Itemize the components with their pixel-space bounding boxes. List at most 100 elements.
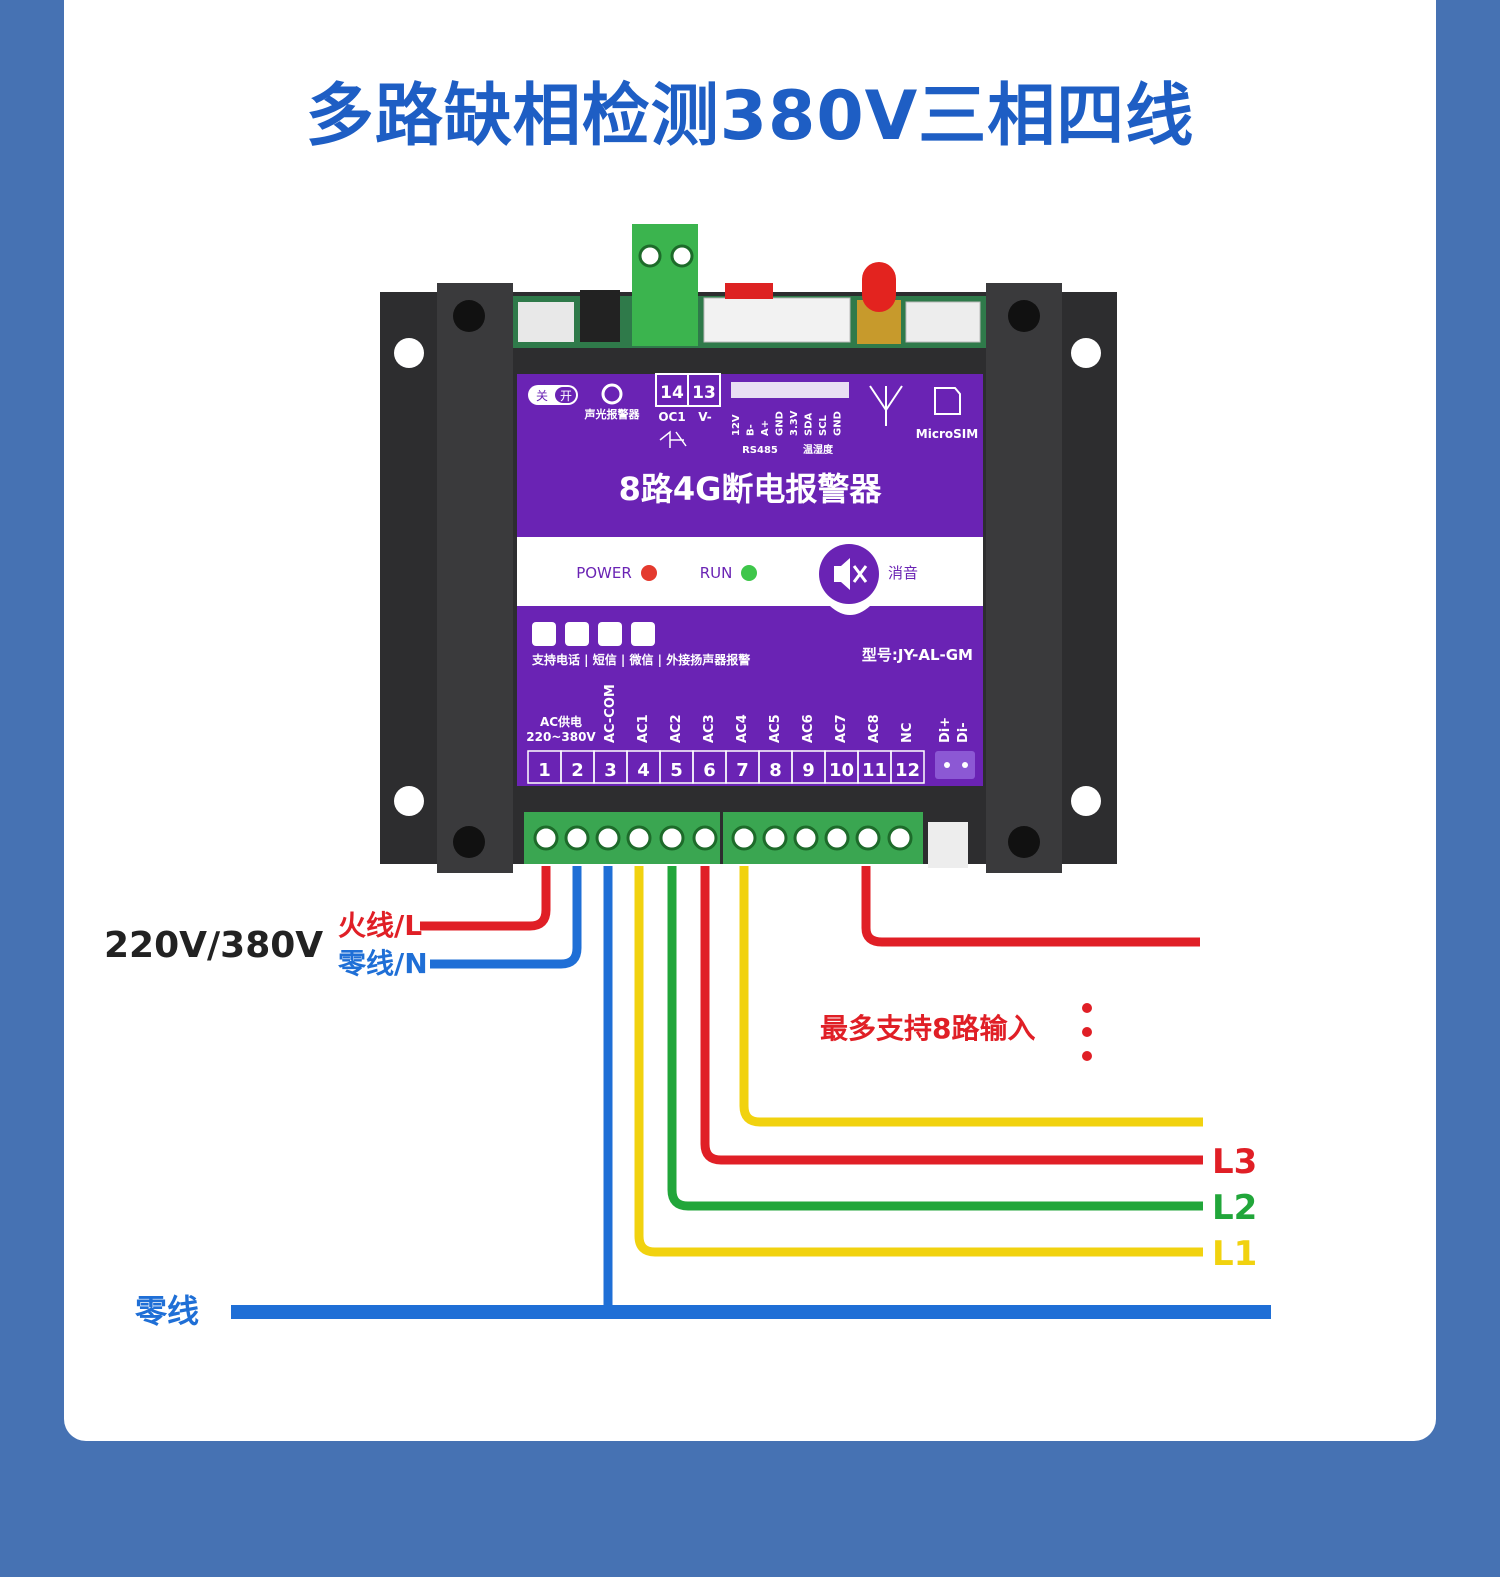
terminal-number: 12 xyxy=(895,760,920,781)
speaker-mute-icon xyxy=(834,558,850,590)
top-terminal-number: 13 xyxy=(692,383,716,403)
run-led xyxy=(741,565,757,581)
supply-voltage-label: 220V/380V xyxy=(104,925,323,966)
ellipsis-dot xyxy=(1082,1003,1092,1013)
screw xyxy=(453,826,485,858)
terminal-number: 3 xyxy=(604,760,617,781)
pin-label: GND xyxy=(833,411,844,436)
switch-knob xyxy=(555,387,576,403)
terminal-screw xyxy=(731,825,757,851)
mute-label: 消音 xyxy=(888,564,918,582)
power-led xyxy=(641,565,657,581)
terminal-screw xyxy=(824,825,850,851)
pin-label: A+ xyxy=(760,420,771,436)
phase-L3-label: L3 xyxy=(1212,1142,1257,1182)
mount-hole xyxy=(1071,338,1101,368)
red-component xyxy=(725,283,773,299)
terminal-number: 7 xyxy=(736,760,749,781)
antenna xyxy=(862,262,896,312)
max-inputs-note: 最多支持8路输入 xyxy=(820,1012,1035,1045)
column-label: Di+ xyxy=(938,717,953,743)
pin-label: 12V xyxy=(731,414,742,436)
terminal-screw xyxy=(793,825,819,851)
terminal-screws xyxy=(533,825,913,851)
terminal-number: 10 xyxy=(829,760,854,781)
rs485-label: RS485 xyxy=(742,445,778,456)
top-terminal-number: 14 xyxy=(660,383,684,403)
power-indicator-label: POWER xyxy=(576,564,632,582)
sms-icon xyxy=(565,622,589,646)
wires xyxy=(231,866,1271,1319)
power-jack xyxy=(518,302,574,342)
alarm-icon xyxy=(601,383,623,405)
di-pin xyxy=(944,762,950,768)
terminal-number: 11 xyxy=(862,760,887,781)
pin-label: GND xyxy=(775,411,786,436)
column-label: Di- xyxy=(956,722,971,743)
AC8-wire xyxy=(861,866,1200,947)
column-label: AC4 xyxy=(735,714,750,743)
column-label: AC3 xyxy=(702,714,717,743)
di-box xyxy=(935,751,975,779)
run-indicator-label: RUN xyxy=(700,564,733,582)
column-label: NC xyxy=(900,723,915,743)
mount-hole xyxy=(394,786,424,816)
terminal-screw xyxy=(533,825,559,851)
terminal-screw xyxy=(670,244,694,268)
audio-jack xyxy=(580,290,620,342)
sim-slot xyxy=(905,301,981,343)
device-name: 8路4G断电报警器 xyxy=(619,470,883,508)
neutral-supply-wire xyxy=(430,866,582,969)
terminal-screw xyxy=(595,825,621,851)
L1-wire xyxy=(634,866,1203,1257)
column-label: AC8 xyxy=(867,714,882,743)
antenna-icon xyxy=(869,385,903,426)
alarm-label: 声光报警器 xyxy=(584,407,641,421)
column-label: AC6 xyxy=(801,714,816,743)
terminal-number: 1 xyxy=(538,760,551,781)
column-label: AC-COM xyxy=(603,684,618,743)
ellipsis-dot xyxy=(1082,1051,1092,1061)
mount-hole xyxy=(1071,786,1101,816)
ellipsis-dot xyxy=(1082,1027,1092,1037)
switch-on-label: 开 xyxy=(560,389,572,403)
support-text: 支持电话 | 短信 | 微信 | 外接扬声器报警 xyxy=(531,652,750,667)
enclosure-right-rail xyxy=(986,283,1062,873)
pin-label: 3.3V xyxy=(789,410,800,436)
phone-icon xyxy=(532,622,556,646)
terminal-screw xyxy=(692,825,718,851)
live-wire-label: 火线/L xyxy=(338,909,422,942)
column-label: AC1 xyxy=(636,714,651,743)
sim-card-icon xyxy=(934,387,961,415)
terminal-screw xyxy=(762,825,788,851)
model-label: 型号:JY-AL-GM xyxy=(862,646,973,664)
terminal-screw xyxy=(638,244,662,268)
L3-wire xyxy=(700,866,1203,1165)
di-connector xyxy=(928,822,968,868)
terminal-number: 4 xyxy=(637,760,650,781)
pin-header xyxy=(731,382,849,398)
neutral-bus-label: 零线 xyxy=(135,1292,199,1330)
terminal-number: 8 xyxy=(769,760,782,781)
enclosure-left-rail xyxy=(437,283,513,873)
page-title: 多路缺相检测380V三相四线 xyxy=(305,77,1195,156)
screw xyxy=(1008,300,1040,332)
di-pin xyxy=(962,762,968,768)
pin-label: SCL xyxy=(818,414,829,436)
wechat-icon xyxy=(598,622,622,646)
neutral-wire-label: 零线/N xyxy=(338,947,428,980)
green-terminal-top xyxy=(632,224,698,346)
power-supply-range: 220~380V xyxy=(526,730,596,744)
live-wire xyxy=(420,866,551,931)
phase-L2-label: L2 xyxy=(1212,1188,1257,1228)
column-label: AC2 xyxy=(669,714,684,743)
L2-wire xyxy=(667,866,1203,1211)
terminal-screw xyxy=(887,825,913,851)
terminal-number: 6 xyxy=(703,760,716,781)
screw xyxy=(453,300,485,332)
